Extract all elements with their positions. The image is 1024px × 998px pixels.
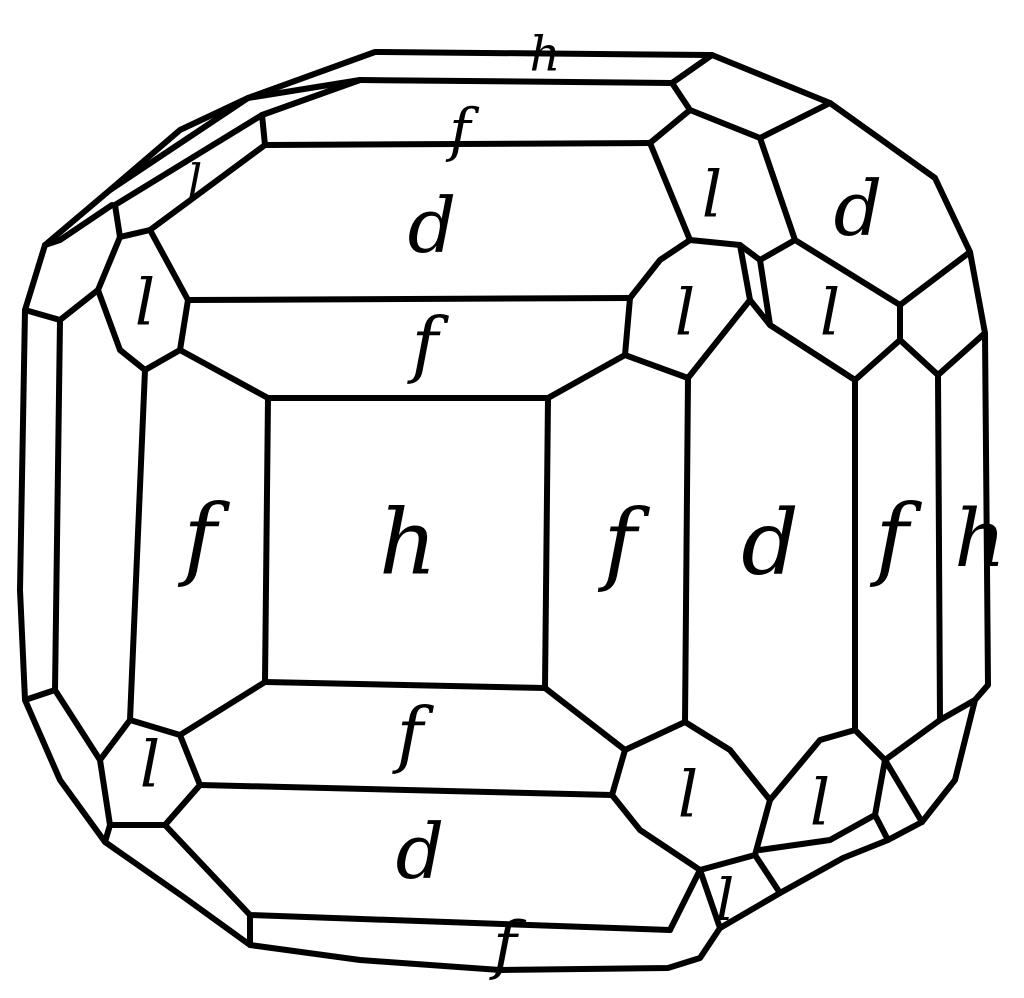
label-f-left: f [177,485,230,590]
edge-line [622,719,773,873]
edge-line [147,142,268,233]
edge-line [669,52,715,86]
edge-line [542,685,628,798]
label-l-upper-far: l [820,277,840,351]
label-f-top: f [445,96,480,164]
label-f-lower: f [392,692,435,776]
edge-line [682,375,691,725]
edge-line [882,757,925,825]
label-f-far-right: f [869,485,922,590]
label-l-lower-mid: l [678,759,698,833]
label-l-upper-mid: l [675,277,695,351]
outline [17,49,991,973]
edge-line [112,202,153,240]
edge-line [872,812,891,843]
edge-line [697,867,723,931]
label-l-lower-left: l [140,729,160,803]
label-d-top-right: d [834,164,883,253]
edge-line [622,295,753,381]
edge-line [102,822,113,845]
label-h-top: h [530,27,561,83]
label-l-bottom-right: l [716,866,735,934]
edge-line [627,140,693,301]
edge-line [682,719,733,753]
edge-line [259,77,363,118]
label-l-top-left: l [188,154,203,208]
edge-line [757,100,833,141]
edge-line [767,322,858,383]
edge-line [107,95,251,193]
label-h-center: h [379,490,437,595]
edge-line [245,77,363,101]
edge-line [935,372,943,723]
edge-line [52,317,63,693]
label-f-right-of-center: f [597,490,650,595]
label-d-bottom: d [396,807,445,896]
edge-line [177,679,268,738]
edge-line [609,792,703,933]
edge-line [752,852,783,896]
label-f-upper: f [407,302,450,386]
edge-line [42,202,115,248]
edge-line [882,697,978,763]
label-l-lower-right: l [810,767,830,841]
label-h-right-edge: h [954,492,1006,585]
edge-line [197,782,615,798]
label-l-top-right: l [702,159,722,233]
edge-line [185,295,633,303]
edge-line [897,330,988,378]
label-d-top: d [408,181,457,270]
edge-line [95,227,191,373]
edge-line [545,352,628,401]
edge-line [112,112,265,208]
edge-line [22,234,123,323]
label-d-right: d [741,490,799,595]
edge-lines [17,49,991,973]
edge-line [357,77,675,86]
label-l-upper-left: l [135,267,155,341]
edge-line [177,347,271,401]
edge-line [127,367,148,723]
edge-line [647,107,693,146]
